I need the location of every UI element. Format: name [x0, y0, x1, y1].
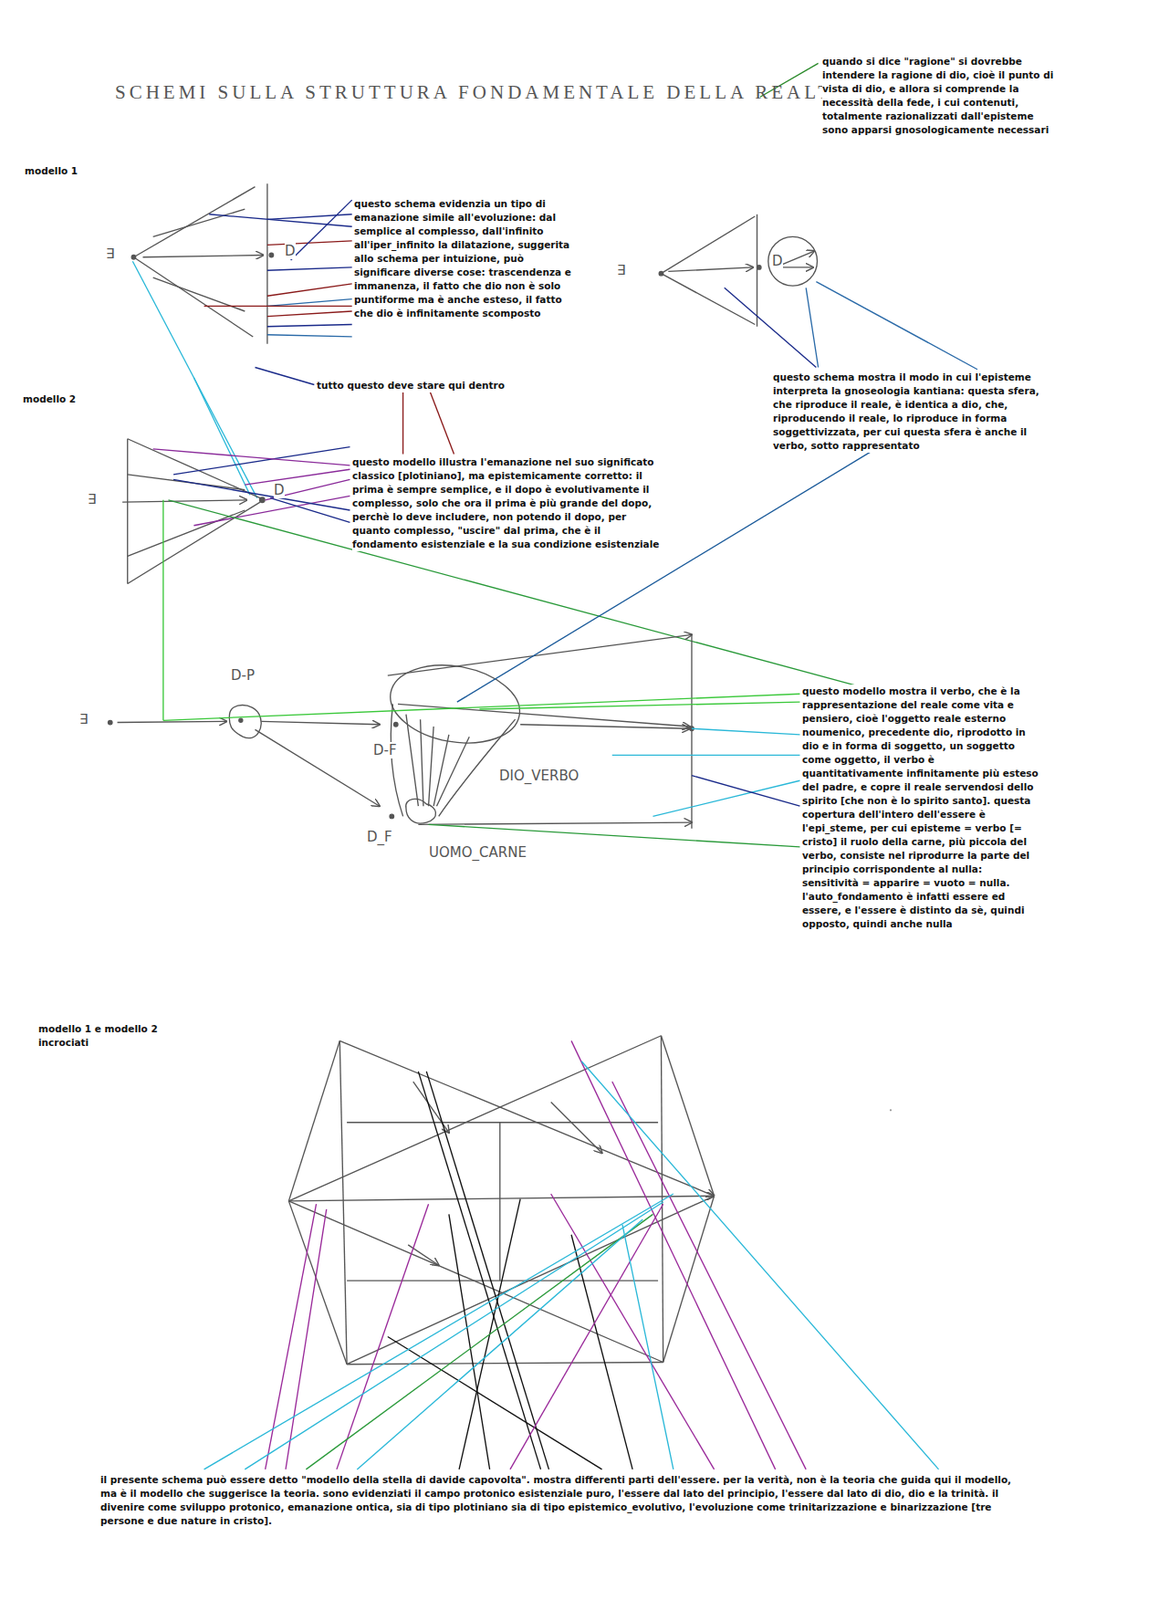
- exists-symbol: ∃: [87, 490, 96, 508]
- annotation-note: questo modello illustra l'emanazione nel…: [352, 455, 667, 552]
- caption-note: il presente schema può essere detto "mod…: [100, 1472, 1019, 1528]
- exists-symbol: ∃: [105, 245, 115, 262]
- annotation-note: tutto questo deve stare qui dentro: [316, 378, 505, 393]
- annotation-note: questo schema evidenzia un tipo di emana…: [354, 197, 581, 321]
- exists-symbol: ∃: [616, 261, 626, 279]
- exists-symbol: ∃: [79, 710, 88, 728]
- part-label: D-F: [373, 741, 397, 759]
- annotation-note: questo modello mostra il verbo, che è la…: [802, 684, 1039, 931]
- side-note: quando si dice "ragione" si dovrebbe int…: [822, 54, 1059, 137]
- part-label: D_F: [366, 828, 393, 846]
- section-label: modello 1: [24, 164, 78, 178]
- section-label: modello 2: [22, 392, 76, 407]
- section-label: modello 1 e modello 2 incrociati: [38, 1022, 177, 1050]
- part-label: UOMO_CARNE: [428, 844, 527, 861]
- symbol-label: D: [772, 252, 784, 270]
- symbol-label: D: [273, 481, 285, 499]
- annotation-note: questo schema mostra il modo in cui l'ep…: [772, 370, 1057, 453]
- page-title: SCHEMI SULLA STRUTTURA FONDAMENTALE DELL…: [114, 81, 857, 105]
- part-label: D-P: [230, 667, 255, 684]
- part-label: DIO_VERBO: [499, 767, 579, 784]
- symbol-label: D: [284, 242, 296, 260]
